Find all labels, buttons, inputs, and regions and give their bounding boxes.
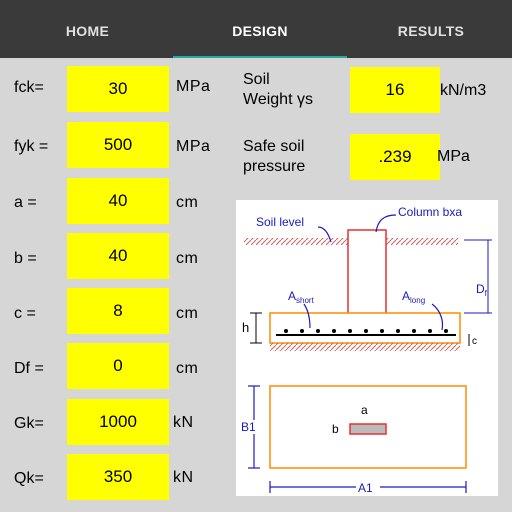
df-text: Df <box>476 282 488 298</box>
gk-label: Gk= <box>14 415 44 432</box>
fck-unit: MPa <box>176 78 211 95</box>
soil-weight-input[interactable] <box>350 67 440 113</box>
a-unit: cm <box>176 194 199 211</box>
tab-home[interactable]: HOME <box>65 23 110 39</box>
safe-pressure-unit: MPa <box>437 148 470 165</box>
safe-pressure-input[interactable] <box>350 134 440 180</box>
fck-input[interactable] <box>67 66 169 112</box>
footing-diagram-svg: Soil level Column bxa Ashort Along h c D… <box>240 205 492 495</box>
soil-level-leader <box>317 226 332 243</box>
soil-hatch-right <box>386 238 458 245</box>
b-unit: cm <box>176 250 199 267</box>
a-long-leader <box>431 303 444 331</box>
b1-text: B1 <box>241 420 256 434</box>
rebar-dots <box>284 329 448 333</box>
plan-a-text: a <box>361 403 368 417</box>
plan-b-text: b <box>332 422 339 436</box>
tab-results[interactable]: RESULTS <box>397 23 465 39</box>
a-label: a = <box>14 194 37 211</box>
column-leader <box>375 214 397 233</box>
a-input[interactable] <box>67 178 169 224</box>
fck-label: fck= <box>14 79 44 96</box>
footing-shape <box>269 312 461 344</box>
qk-label: Qk= <box>14 470 44 487</box>
soil-hatch-bottom <box>270 343 460 351</box>
b-input[interactable] <box>67 233 169 279</box>
soil-weight-label-line1: Soil <box>243 71 270 88</box>
a-long-text: Along <box>402 289 425 305</box>
c-unit: cm <box>176 305 199 322</box>
c-label: c = <box>14 305 36 322</box>
column-shape <box>347 229 387 315</box>
soil-level-text: Soil level <box>256 215 304 229</box>
fyk-input[interactable] <box>67 122 169 168</box>
a-short-leader <box>303 303 311 329</box>
fyk-label: fyk = <box>14 138 49 155</box>
qk-unit: kN <box>173 469 194 486</box>
plan-column <box>349 423 387 435</box>
df-input[interactable] <box>67 343 169 389</box>
tab-bar: HOME DESIGN RESULTS <box>0 0 512 59</box>
a1-text: A1 <box>358 481 373 495</box>
gk-input[interactable] <box>67 399 169 445</box>
c-text: c <box>472 336 477 347</box>
df-label: Df = <box>14 360 44 377</box>
a-short-text: Ashort <box>288 289 315 305</box>
soil-hatch-left <box>244 238 348 245</box>
column-text: Column bxa <box>398 205 462 219</box>
footing-diagram: Soil level Column bxa Ashort Along h c D… <box>236 200 498 496</box>
tab-design[interactable]: DESIGN <box>232 23 288 39</box>
active-tab-indicator <box>173 56 347 59</box>
soil-weight-label-line2: Weight γs <box>243 91 313 108</box>
qk-input[interactable] <box>67 454 169 500</box>
gk-unit: kN <box>173 414 194 431</box>
c-input[interactable] <box>67 288 169 334</box>
soil-weight-unit: kN/m3 <box>440 82 487 99</box>
b-label: b = <box>14 250 37 267</box>
df-unit: cm <box>176 360 199 377</box>
fyk-unit: MPa <box>176 138 211 155</box>
safe-pressure-label-line1: Safe soil <box>243 138 305 155</box>
safe-pressure-label-line2: pressure <box>243 158 306 175</box>
h-text: h <box>242 320 249 335</box>
